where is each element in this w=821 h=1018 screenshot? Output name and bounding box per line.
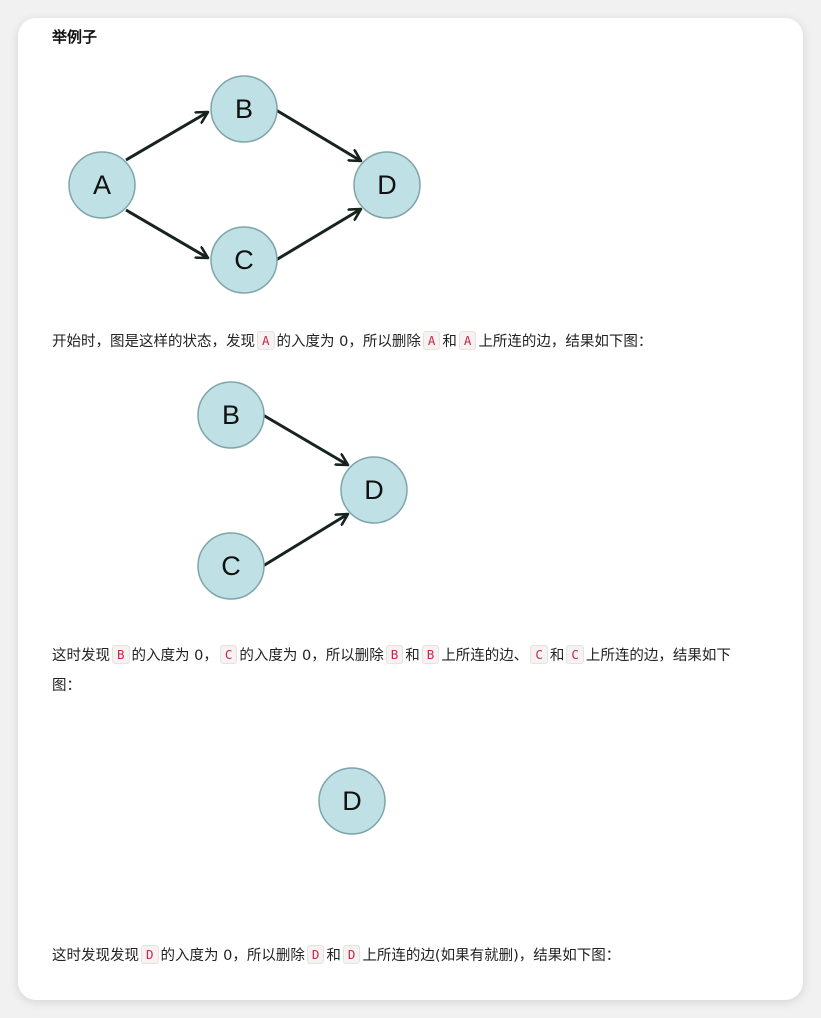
node-c-label: C (234, 245, 254, 275)
node-b: B (197, 381, 265, 449)
text: 的入度为 0，所以删除 (276, 334, 421, 350)
inline-code: C (566, 645, 584, 664)
edge-a-c (125, 208, 208, 258)
text: 和 (405, 648, 420, 664)
inline-code: A (458, 331, 477, 350)
node-d-label: D (364, 475, 384, 505)
inline-code: D (342, 945, 361, 964)
graph-after-removing-b-c: D (318, 767, 386, 835)
node-b: B (210, 75, 278, 143)
node-a-label: A (93, 170, 111, 200)
inline-code: B (421, 645, 440, 664)
inline-code: C (530, 645, 548, 664)
inline-code: D (306, 945, 325, 964)
inline-code: D (141, 945, 159, 964)
node-d-label: D (377, 170, 397, 200)
edge-a-b (125, 112, 208, 162)
text: 这时发现 (52, 648, 110, 664)
section-heading: 举例子 (52, 28, 98, 46)
node-b-label: B (235, 94, 253, 124)
text: 上所连的边，结果如下图： (478, 334, 653, 350)
edge-c-d (262, 514, 348, 568)
node-d-label: D (342, 786, 362, 816)
text: 开始时，图是这样的状态，发现 (52, 334, 255, 350)
node-c-label: C (221, 551, 241, 581)
inline-code: B (385, 645, 404, 664)
node-c: C (210, 226, 278, 294)
text: 和 (549, 648, 565, 664)
text: 上所连的边、 (441, 648, 529, 664)
graph-initial: A B C D (68, 75, 421, 294)
node-d: D (340, 456, 408, 524)
text: 的入度为 0， (131, 648, 218, 664)
inline-code: C (219, 645, 238, 664)
inline-code: A (422, 331, 441, 350)
node-c: C (197, 532, 265, 600)
text: 的入度为 0，所以删除 (160, 948, 305, 964)
text: 上所连的边(如果有就删)，结果如下图： (362, 948, 621, 964)
paragraph-step-2-continued: 图： (52, 678, 81, 694)
text: 和 (326, 948, 341, 964)
inline-code: A (257, 331, 275, 350)
edge-b-d (262, 413, 348, 465)
node-d: D (353, 151, 421, 219)
node-d: D (318, 767, 386, 835)
edge-c-d (275, 209, 361, 262)
text: 上所连的边，结果如下 (585, 648, 731, 664)
text: 这时发现发现 (52, 948, 139, 964)
inline-code: B (112, 645, 130, 664)
node-a: A (68, 151, 136, 219)
text: 和 (442, 334, 457, 350)
node-b-label: B (222, 400, 240, 430)
graph-after-removing-a: B C D (197, 381, 408, 600)
text: 的入度为 0，所以删除 (239, 648, 384, 664)
edge-b-d (275, 108, 361, 161)
